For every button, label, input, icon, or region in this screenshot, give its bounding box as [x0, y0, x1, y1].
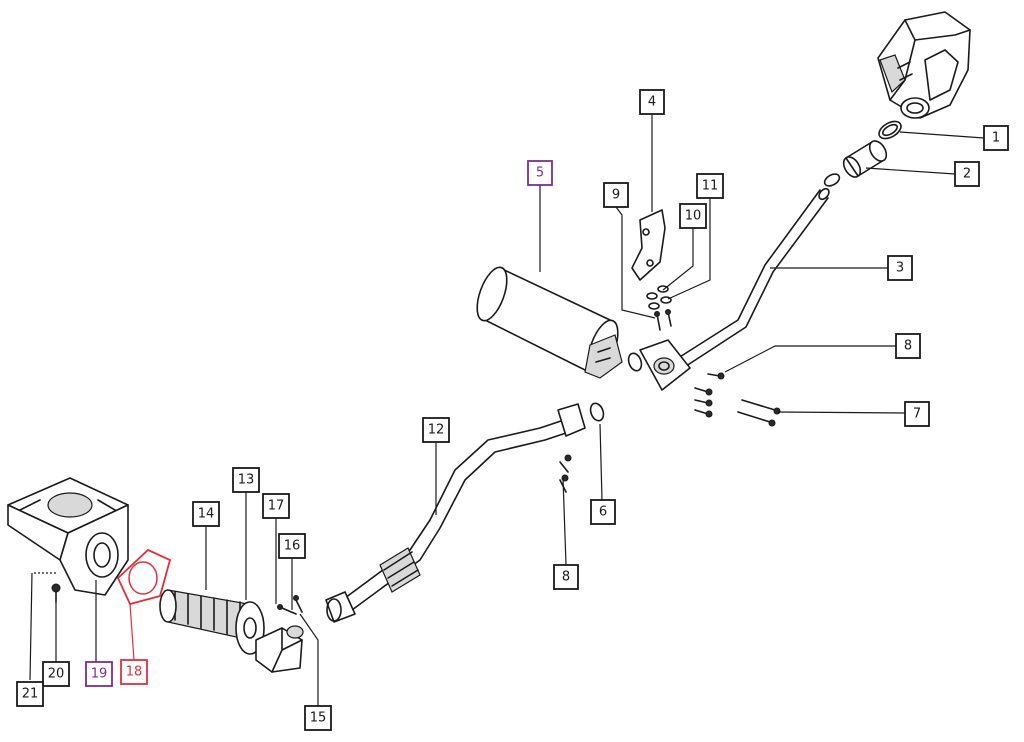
gasket-ring-icon	[627, 352, 643, 372]
callout-label: 12	[428, 423, 445, 438]
callout-label: 13	[238, 473, 255, 488]
callout-6: 6	[590, 499, 616, 525]
bracket-part-4	[631, 209, 666, 281]
callout-label: 19	[91, 667, 108, 682]
pipe-part-3	[674, 187, 830, 371]
leader-lines	[29, 114, 985, 706]
callout-2: 2	[954, 161, 980, 187]
callout-label: 18	[126, 665, 143, 680]
callout-19: 19	[85, 661, 113, 687]
callout-10: 10	[679, 203, 707, 229]
callout-label: 8	[562, 570, 570, 585]
clamp-part-1	[878, 120, 902, 140]
callout-label: 8	[904, 339, 912, 354]
callout-7: 7	[904, 401, 930, 427]
callout-label: 16	[284, 539, 301, 554]
callout-label: 14	[198, 507, 215, 522]
callout-16: 16	[278, 533, 306, 559]
callout-3: 3	[887, 255, 913, 281]
clamp-small-icon	[823, 173, 841, 187]
callout-17: 17	[262, 493, 290, 519]
callout-label: 5	[536, 166, 544, 181]
callout-label: 3	[896, 261, 904, 276]
turbo-outlet-assembly	[877, 11, 971, 119]
callout-9: 9	[603, 182, 629, 208]
elbow-part-15	[255, 625, 304, 673]
pipe-part-12	[325, 403, 586, 623]
callout-label: 6	[599, 505, 607, 520]
callout-label: 1	[992, 131, 1000, 146]
callout-label: 9	[612, 188, 620, 203]
callout-4: 4	[639, 89, 665, 115]
callout-12: 12	[422, 417, 450, 443]
callout-label: 15	[310, 711, 327, 726]
muffler-part-5	[476, 266, 623, 379]
pipe-flange	[639, 339, 691, 391]
callout-label: 21	[22, 687, 39, 702]
callout-label: 20	[48, 667, 65, 682]
callout-label: 17	[268, 499, 285, 514]
bolts-part-8-lower	[559, 454, 572, 493]
callout-8-upper: 8	[895, 333, 921, 359]
coupler-part-2	[842, 140, 888, 178]
gasket-part-18	[116, 548, 172, 606]
fasteners-9-10-11	[646, 285, 672, 331]
callout-1: 1	[983, 125, 1009, 151]
gasket-part-6	[589, 402, 605, 422]
callout-label: 7	[913, 407, 921, 422]
callout-label: 11	[702, 179, 719, 194]
callout-11: 11	[696, 173, 724, 199]
callout-14: 14	[192, 501, 220, 527]
callout-13: 13	[232, 467, 260, 493]
callout-label: 2	[963, 167, 971, 182]
callout-5: 5	[527, 160, 553, 186]
callout-label: 4	[648, 95, 656, 110]
screw-part-20	[51, 583, 61, 603]
callout-18: 18	[120, 659, 148, 685]
callout-label: 10	[685, 209, 702, 224]
flex-pipe-part-14	[159, 589, 251, 641]
bolts-part-7	[737, 399, 781, 427]
bolts-part-8-upper	[694, 372, 725, 418]
callout-8-lower: 8	[553, 564, 579, 590]
callout-21: 21	[16, 681, 44, 707]
screws-16-17	[277, 595, 303, 615]
callout-15: 15	[304, 705, 332, 731]
callout-20: 20	[42, 661, 70, 687]
bracket-part-19	[7, 477, 129, 596]
